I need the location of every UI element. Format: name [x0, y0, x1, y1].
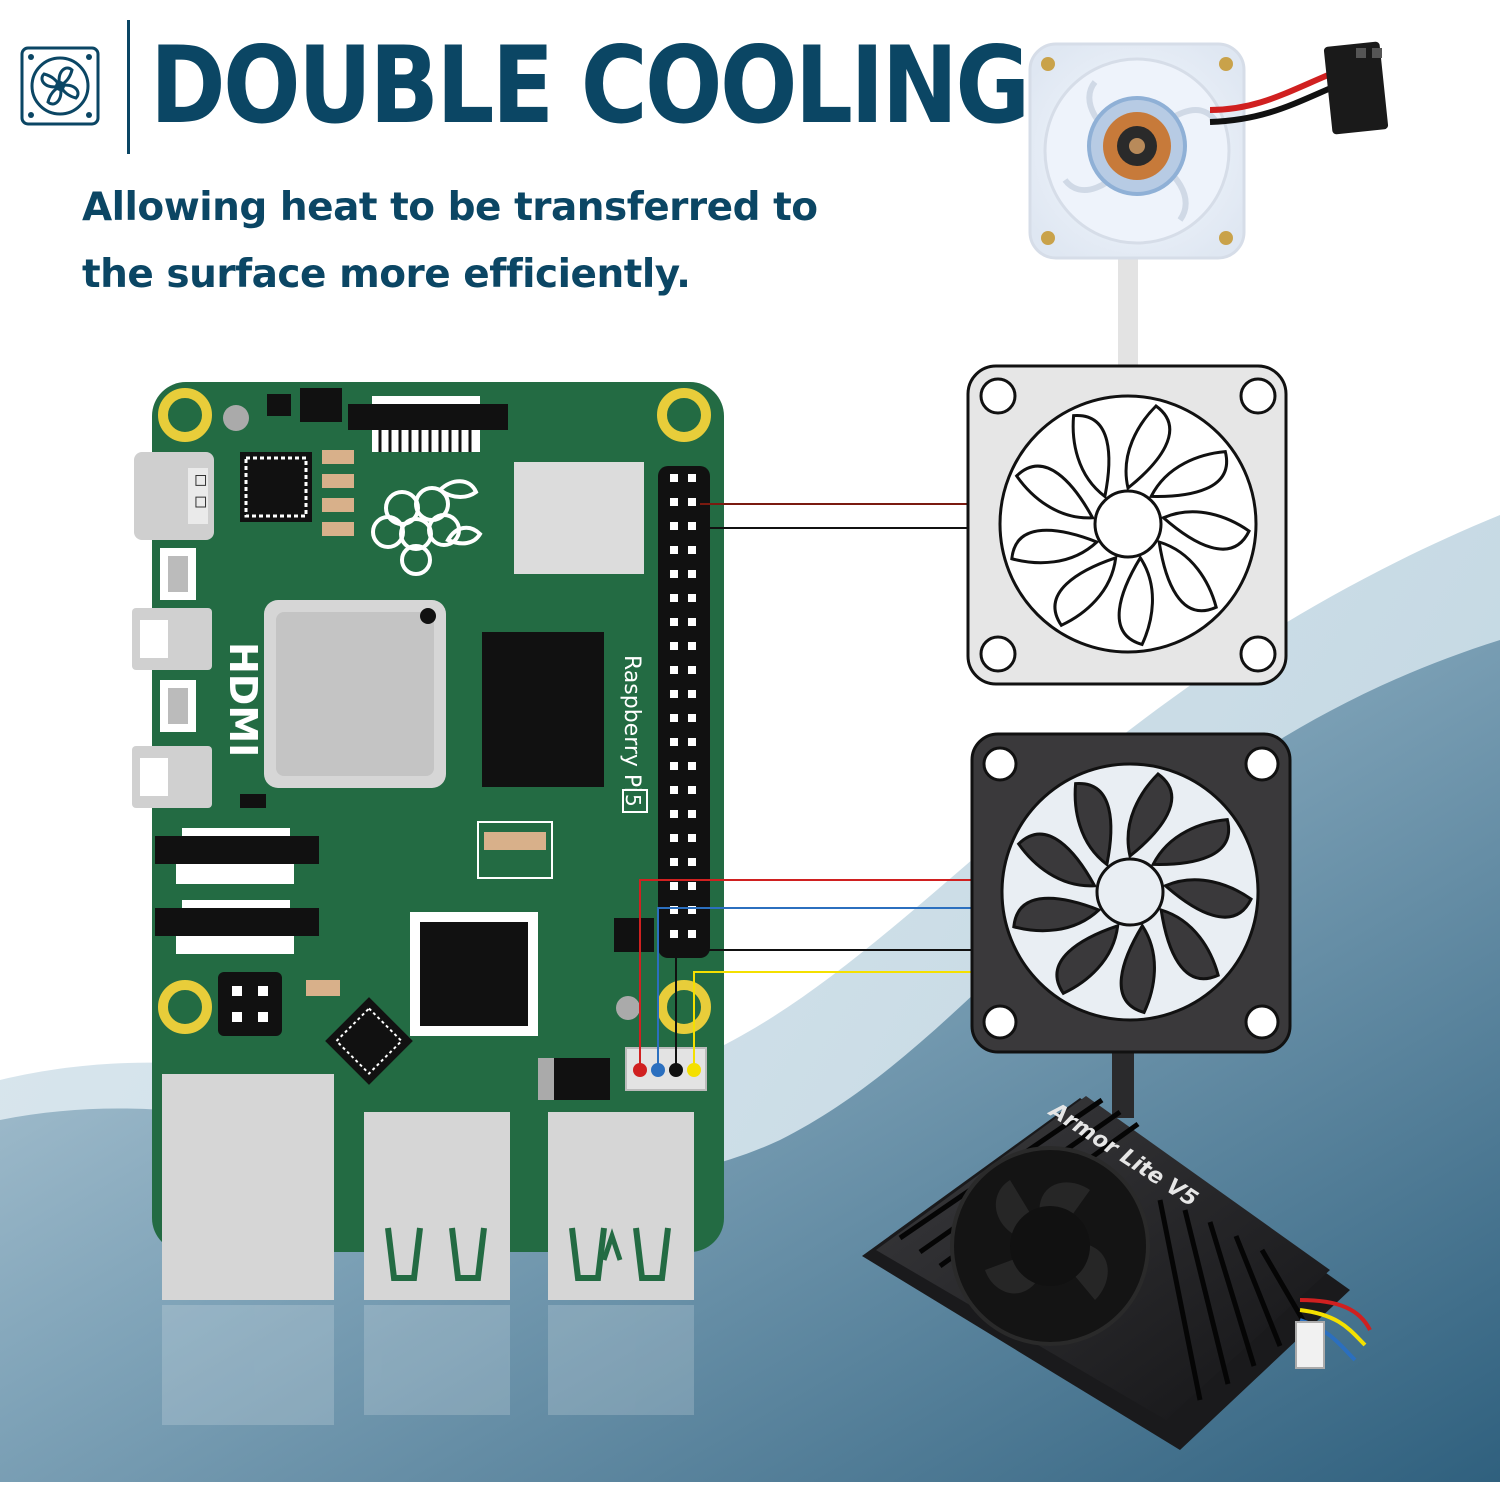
wire-black: [675, 949, 972, 1066]
indicator-component: [477, 821, 553, 879]
gpio-pin: [688, 690, 696, 698]
header-divider: [127, 20, 130, 154]
fan-blade: [1016, 832, 1098, 888]
gpio-pin: [670, 666, 678, 674]
gpio-pin: [688, 786, 696, 794]
svg-text:□ □: □ □: [191, 475, 212, 508]
clear-fan-photo: [1028, 41, 1389, 368]
wire-blue: [657, 907, 972, 1066]
gpio-header: [658, 466, 710, 958]
board-model-label: 5: [621, 794, 645, 807]
gpio-pin: [688, 570, 696, 578]
gpio-pin: [688, 522, 696, 530]
gpio-pin: [688, 930, 696, 938]
page-title: DOUBLE COOLING: [150, 24, 1030, 147]
gpio-pin: [688, 810, 696, 818]
fan-blade: [1117, 555, 1154, 647]
gpio-pin: [688, 546, 696, 554]
gpio-pin: [670, 930, 678, 938]
gpio-pin: [688, 882, 696, 890]
fan-blade: [1126, 772, 1174, 859]
board-brand-label: Raspberry Pi: [619, 655, 644, 793]
gpio-pin: [670, 522, 678, 530]
poe-header: [218, 972, 282, 1036]
gpio-pin: [670, 834, 678, 842]
fan-blade: [1073, 782, 1113, 868]
gpio-pin: [670, 474, 678, 482]
usb-ports-1: [364, 1112, 510, 1300]
soc-shield: [264, 600, 446, 788]
micro-hdmi-port-2: [132, 746, 212, 808]
gpio-pin: [688, 618, 696, 626]
usb-ports-2: [548, 1112, 694, 1300]
fan-blade: [1119, 923, 1156, 1015]
fan-blade: [1124, 404, 1172, 491]
fan-connector: [625, 1047, 707, 1091]
gpio-pin: [670, 690, 678, 698]
page-subtitle: Allowing heat to be transferred to the s…: [82, 174, 842, 308]
top-fan-diagram: [966, 364, 1288, 686]
gpio-pin: [670, 906, 678, 914]
fan-blade: [1159, 907, 1220, 981]
raspberry-pi-board: □ □: [132, 382, 724, 1425]
bottom-fan-diagram: [970, 732, 1292, 1118]
gpio-pin: [688, 498, 696, 506]
gpio-pin: [670, 498, 678, 506]
gpio-pin: [670, 810, 678, 818]
gpio-pin: [688, 738, 696, 746]
gpio-pin: [688, 906, 696, 914]
bottom-strip: [0, 1482, 1500, 1500]
gpio-pin: [670, 570, 678, 578]
fan-icon: [20, 46, 100, 126]
gpio-pin: [670, 858, 678, 866]
ethernet-port: [162, 1074, 334, 1300]
usb-c-port: □ □: [134, 452, 214, 540]
gpio-pin: [688, 834, 696, 842]
fan-blade: [1014, 464, 1096, 520]
gpio-pin: [670, 762, 678, 770]
fan-blade: [1055, 923, 1120, 996]
fan-blade: [1160, 510, 1251, 551]
fan-blade: [1053, 555, 1118, 628]
gpio-pin: [688, 714, 696, 722]
wire-red: [639, 879, 972, 1066]
gpio-pin: [670, 714, 678, 722]
subtitle-line-1: Allowing heat to be transferred to: [82, 185, 818, 230]
gpio-pin: [670, 546, 678, 554]
gpio-pin: [670, 594, 678, 602]
fan-blade: [1071, 414, 1111, 500]
fan-blade: [1162, 878, 1253, 919]
fan-blade: [1148, 449, 1229, 498]
fan-blade: [1150, 817, 1231, 866]
subtitle-line-2: the surface more efficiently.: [82, 252, 691, 297]
ram-chip: [482, 632, 604, 787]
micro-hdmi-port-1: [132, 608, 212, 670]
gpio-pin: [688, 474, 696, 482]
gpio-pin: [670, 786, 678, 794]
gpio-pin: [670, 882, 678, 890]
hdmi-label: HDMI: [221, 642, 265, 757]
fan-blade: [1010, 528, 1100, 565]
wiring: [639, 503, 972, 1066]
gpio-pin: [688, 642, 696, 650]
gpio-pin: [670, 738, 678, 746]
armor-lite-heatsink: Armor Lite V5: [862, 1096, 1372, 1450]
raspberry-logo-icon: [371, 479, 483, 576]
main-controller-chip: [410, 912, 538, 1036]
wire-yellow: [693, 971, 972, 1066]
mounting-holes: [158, 388, 711, 1034]
csi-connectors: [155, 828, 319, 954]
camera-connector-top: [348, 396, 508, 452]
fan-blade: [1157, 539, 1218, 613]
gpio-pin: [670, 618, 678, 626]
gpio-pin: [688, 594, 696, 602]
gpio-pin: [688, 666, 696, 674]
gpio-pin: [670, 642, 678, 650]
gpio-pin: [688, 858, 696, 866]
fan-blade: [1012, 896, 1102, 933]
gpio-pin: [688, 762, 696, 770]
